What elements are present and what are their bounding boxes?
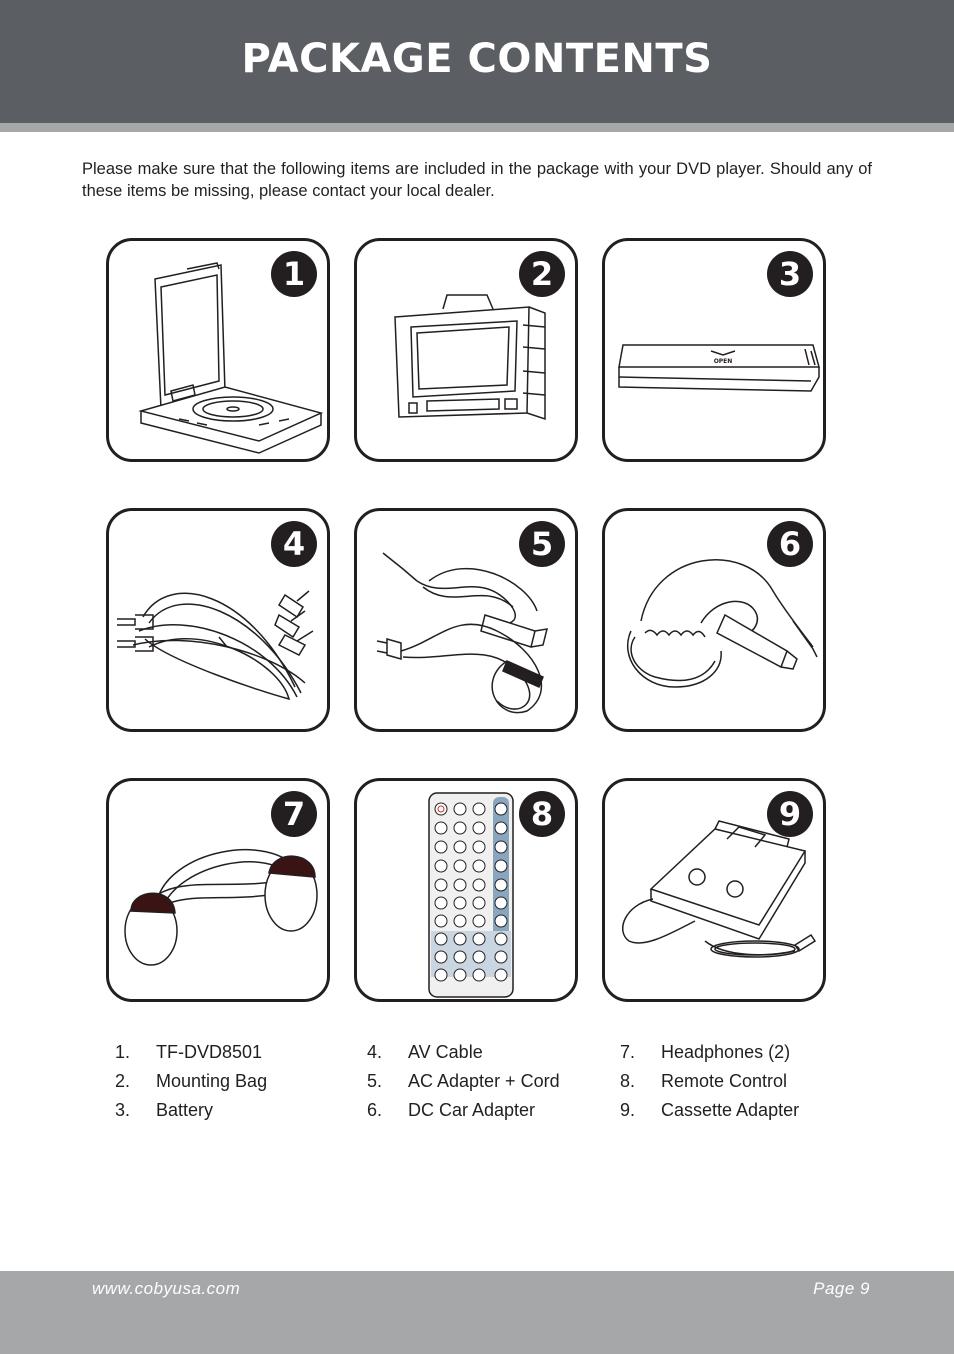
battery-label: OPEN bbox=[714, 358, 733, 365]
tile-number: 8 bbox=[519, 791, 565, 837]
mounting-bag-icon bbox=[394, 294, 546, 421]
tile-number: 5 bbox=[519, 521, 565, 567]
ac-adapter-cord-icon bbox=[376, 552, 549, 714]
headphones-icon bbox=[124, 849, 318, 966]
tile-number: 2 bbox=[519, 251, 565, 297]
cassette-adapter-icon bbox=[622, 820, 817, 958]
tile-number: 9 bbox=[767, 791, 813, 837]
dc-car-adapter-icon bbox=[626, 559, 818, 688]
tile-number: 3 bbox=[767, 251, 813, 297]
page-number: Page 9 bbox=[813, 1279, 870, 1298]
remote-control-icon bbox=[428, 792, 514, 998]
tile-7: 7 bbox=[106, 778, 330, 1002]
tile-9: 9 bbox=[602, 778, 826, 1002]
header-divider bbox=[0, 123, 954, 132]
tile-number: 1 bbox=[271, 251, 317, 297]
tile-6: 6 bbox=[602, 508, 826, 732]
tile-5: 5 bbox=[354, 508, 578, 732]
footer-url: www.cobyusa.com bbox=[92, 1279, 241, 1298]
portable-dvd-player-icon bbox=[138, 262, 324, 454]
tile-number: 4 bbox=[271, 521, 317, 567]
page-header bbox=[0, 0, 954, 123]
tile-4: 4 bbox=[106, 508, 330, 732]
tile-1: 1 bbox=[106, 238, 330, 462]
tile-3: OPEN 3 bbox=[602, 238, 826, 462]
page-footer bbox=[0, 1271, 954, 1354]
tile-number: 6 bbox=[767, 521, 813, 567]
intro-paragraph: Please make sure that the following item… bbox=[82, 160, 872, 200]
page-title: PACKAGE CONTENTS bbox=[241, 36, 713, 82]
battery-icon: OPEN bbox=[618, 344, 820, 392]
tile-number: 7 bbox=[271, 791, 317, 837]
av-cable-icon bbox=[117, 590, 314, 701]
tile-2: 2 bbox=[354, 238, 578, 462]
tile-8: 8 bbox=[354, 778, 578, 1002]
